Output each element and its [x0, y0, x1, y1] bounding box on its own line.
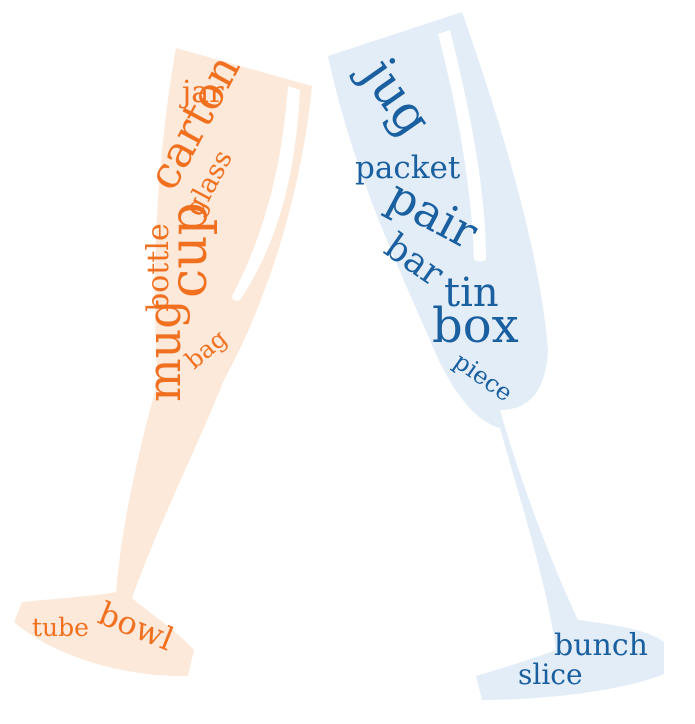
- word-jar: jar: [179, 75, 224, 110]
- word-tube: tube: [32, 613, 89, 642]
- left-glass-highlight: [232, 86, 300, 301]
- word-slice: slice: [518, 658, 583, 691]
- word-bunch: bunch: [554, 628, 648, 663]
- word-cup: cup: [159, 202, 219, 298]
- right-glass-shape: [328, 12, 664, 700]
- word-packet: packet: [355, 150, 461, 186]
- word-tin: tin: [444, 270, 499, 316]
- word-mug: mug: [137, 299, 191, 402]
- right-glass-highlight: [438, 30, 486, 262]
- word-bottle: bottle: [141, 223, 176, 312]
- word-box: box: [432, 298, 519, 354]
- left-glass-shape: [14, 48, 312, 677]
